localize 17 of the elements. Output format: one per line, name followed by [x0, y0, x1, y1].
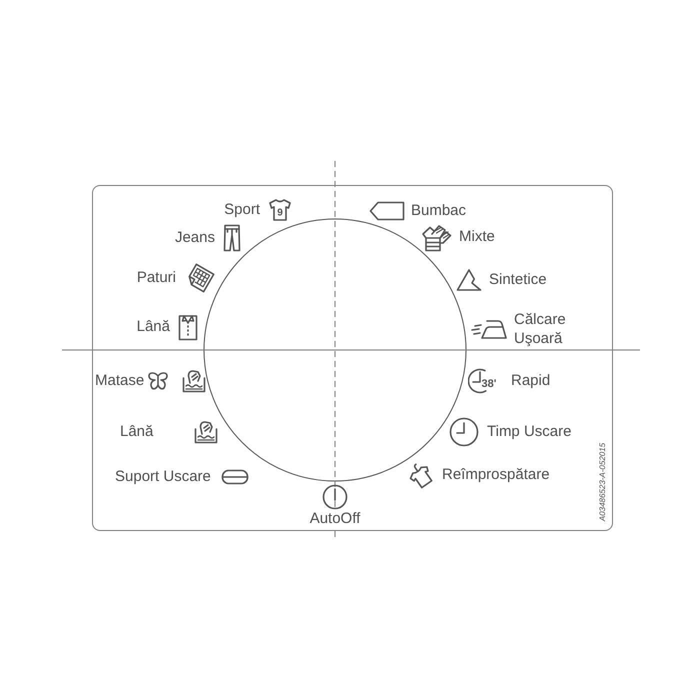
program-label: Călcare Uşoară — [514, 310, 567, 348]
program-label: Sintetice — [489, 270, 547, 290]
t-shirt-icon: 9 — [268, 198, 292, 222]
document-code: A03486523-A-052015 — [598, 442, 608, 524]
program-label: Jeans — [174, 228, 215, 248]
program-label: Lână — [136, 316, 170, 337]
program-label: AutoOff — [308, 510, 362, 527]
program-label: Sport — [224, 200, 260, 220]
program-label: Paturi — [136, 268, 176, 288]
program-label: Suport Uscare — [115, 467, 211, 487]
program-label: Lână — [120, 422, 154, 442]
program-label: Bumbac — [411, 201, 466, 221]
program-label: Matase — [95, 370, 144, 391]
program-label: Timp Uscare — [487, 422, 572, 442]
program-label: Rapid — [511, 370, 550, 391]
program-label: Mixte — [459, 226, 495, 247]
program-label: Reîmprospătare — [442, 464, 550, 485]
